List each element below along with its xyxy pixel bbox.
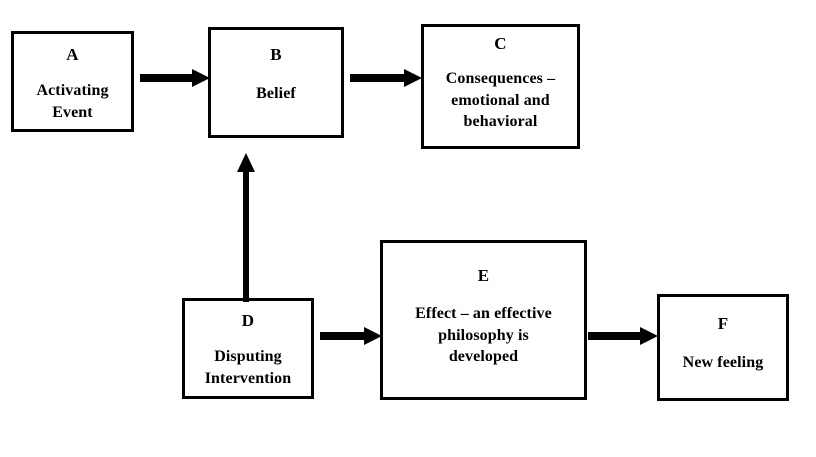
- arrow-right-icon-d-to-e: [320, 324, 382, 348]
- node-f-letter: F: [717, 314, 729, 333]
- arrow-right-icon-a-to-b: [140, 66, 210, 90]
- node-b-label: Belief: [256, 85, 296, 103]
- node-e-label: Effect – an effective philosophy is deve…: [415, 305, 552, 365]
- node-a-activating-event[interactable]: A Activating Event: [11, 31, 134, 132]
- node-c-label: Consequences – emotional and behavioral: [445, 70, 556, 130]
- node-e-effect[interactable]: E Effect – an effective philosophy is de…: [380, 240, 587, 400]
- node-d-label: Disputing Intervention: [204, 348, 292, 387]
- node-f-label: New feeling: [682, 354, 764, 372]
- node-c-consequences[interactable]: C Consequences – emotional and behaviora…: [421, 24, 580, 149]
- node-b-letter: B: [270, 45, 282, 64]
- node-d-letter: D: [241, 311, 255, 330]
- node-f-new-feeling[interactable]: F New feeling: [657, 294, 789, 401]
- node-b-belief[interactable]: B Belief: [208, 27, 344, 138]
- node-a-letter: A: [66, 45, 79, 64]
- node-a-label: Activating Event: [36, 82, 109, 121]
- node-d-disputing-intervention[interactable]: D Disputing Intervention: [182, 298, 314, 399]
- node-c-letter: C: [494, 34, 507, 53]
- arrow-right-icon-b-to-c: [350, 66, 422, 90]
- arrow-up-icon-d-to-b: [232, 150, 260, 302]
- arrow-right-icon-e-to-f: [588, 324, 658, 348]
- node-e-letter: E: [477, 266, 490, 285]
